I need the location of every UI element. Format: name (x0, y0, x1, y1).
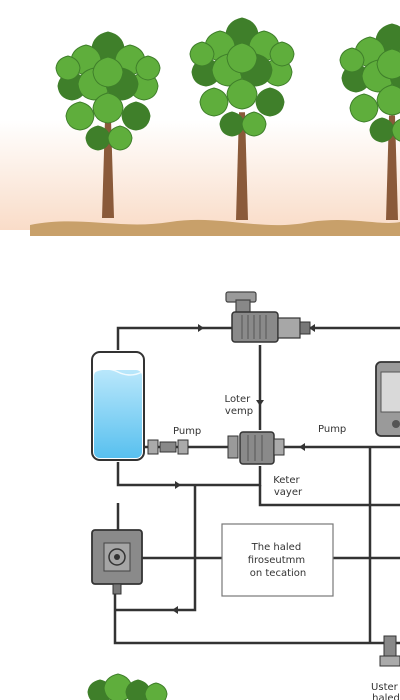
tree (339, 23, 400, 220)
leaf (107, 125, 133, 151)
bottom-valve (379, 635, 400, 667)
label-pump-right: Pump (318, 424, 346, 435)
filter-unit (91, 529, 143, 595)
soil-strip (30, 219, 400, 236)
leaf (255, 87, 285, 117)
leaf (376, 84, 400, 116)
tree (55, 31, 161, 218)
tree (189, 17, 295, 220)
label-keter-valve: Keter vayer (273, 475, 303, 498)
leaf (121, 101, 151, 131)
leaf (219, 111, 245, 137)
leaf (349, 93, 379, 123)
leaf (376, 48, 400, 80)
info-box-text-line-2: firoseutmm (248, 555, 305, 566)
leaf (135, 55, 161, 81)
leaf (55, 55, 81, 81)
water-tank (91, 351, 145, 461)
label-bottom-right-line-1: Uster (371, 682, 399, 693)
label-bottom-right: Uster haled (371, 682, 400, 700)
center-pump (227, 431, 285, 465)
leaf (391, 118, 400, 142)
info-box (221, 523, 334, 597)
leaf (65, 101, 95, 131)
label-lower-pump: Loter vemp (225, 394, 254, 417)
leaf (103, 673, 133, 700)
label-lower-pump-line-2: vemp (225, 406, 253, 417)
leaf (85, 125, 111, 151)
leaf (339, 47, 365, 73)
flow-arrows (172, 324, 315, 614)
label-lower-pump-line-1: Loter (225, 394, 252, 405)
label-keter-valve-line-1: Keter (273, 475, 300, 486)
leaf (92, 56, 124, 88)
label-bottom-right-line-2: haled (372, 693, 400, 700)
pipe-left-lower (115, 485, 197, 612)
pipe-tank-lower (116, 462, 262, 487)
label-pump-left: Pump (173, 426, 201, 437)
tree-trunk (236, 112, 248, 220)
leaf (369, 117, 395, 143)
leaf (199, 87, 229, 117)
tree-trunk (386, 115, 398, 220)
ground-glow (0, 120, 400, 230)
info-box-text-line-1: The haled (251, 542, 302, 553)
info-box-text-line-3: on tecation (250, 568, 307, 579)
leaf (226, 42, 258, 74)
controller-device (375, 361, 400, 437)
tree-row (0, 17, 400, 236)
leaf (269, 41, 295, 67)
leaf (92, 92, 124, 124)
leaf (226, 78, 258, 110)
info-box-text: The haled firoseutmm on tecation (248, 542, 309, 579)
leaf (189, 41, 215, 67)
top-pump (225, 291, 311, 343)
tree-partial (87, 673, 168, 700)
pipe-right-lower (258, 485, 400, 507)
label-keter-valve-line-2: vayer (274, 487, 303, 498)
left-fitting (147, 439, 189, 455)
leaf (144, 682, 168, 700)
leaf (241, 111, 267, 137)
